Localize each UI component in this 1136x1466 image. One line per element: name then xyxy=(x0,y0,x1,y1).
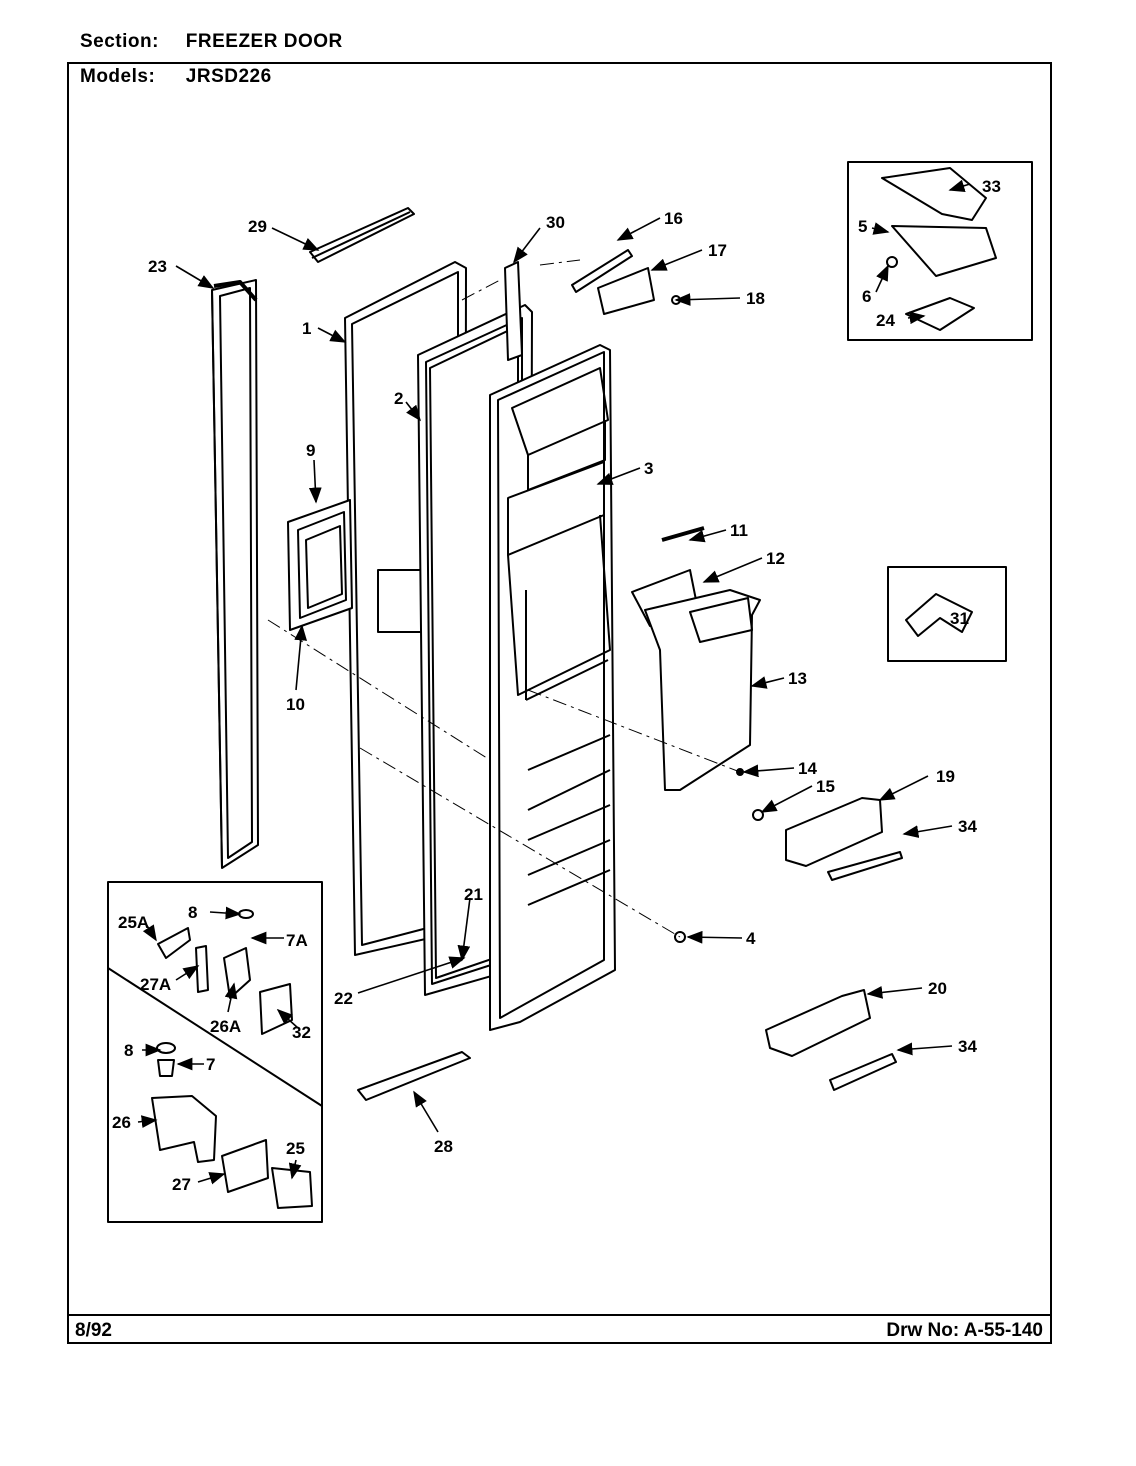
leader-lines xyxy=(137,179,971,1185)
part-11-12-13-chute xyxy=(631,526,761,791)
part-29-top-bracket xyxy=(309,207,415,263)
section-row: Section: FREEZER DOOR xyxy=(80,31,343,53)
callout-33: 33 xyxy=(982,177,1001,196)
screws xyxy=(674,768,764,943)
callout-7: 7 xyxy=(206,1055,215,1074)
part-9-10-pad xyxy=(287,499,353,631)
callout-15: 15 xyxy=(816,777,835,796)
footer-drawing-number: Drw No: A-55-140 xyxy=(886,1320,1043,1341)
callout-34a: 34 xyxy=(958,817,977,836)
part-20-bin xyxy=(765,989,897,1091)
callout-labels: 29 23 1 2 9 10 30 16 17 18 3 11 12 13 14… xyxy=(112,177,1001,1194)
callout-22: 22 xyxy=(334,989,353,1008)
models-label: Models: xyxy=(80,66,156,87)
callout-21: 21 xyxy=(464,885,483,904)
callout-2: 2 xyxy=(394,389,403,408)
part-30-strip xyxy=(504,261,523,361)
callout-28: 28 xyxy=(434,1137,453,1156)
part-31-inset xyxy=(887,566,1007,662)
footer-date: 8/92 xyxy=(75,1320,112,1341)
callout-3: 3 xyxy=(644,459,653,478)
footer-divider xyxy=(67,1314,1052,1316)
callout-1: 1 xyxy=(302,319,311,338)
callout-8a: 8 xyxy=(188,903,197,922)
callout-18: 18 xyxy=(746,289,765,308)
callout-29: 29 xyxy=(248,217,267,236)
callout-16: 16 xyxy=(664,209,683,228)
callout-25a: 25A xyxy=(118,913,149,932)
callout-23: 23 xyxy=(148,257,167,276)
models-row: Models: JRSD226 xyxy=(80,66,272,88)
callout-13: 13 xyxy=(788,669,807,688)
part-28-bottom-bracket xyxy=(357,1051,471,1101)
callout-9: 9 xyxy=(306,441,315,460)
callout-27a: 27A xyxy=(140,975,171,994)
callout-5: 5 xyxy=(858,217,867,236)
callout-30: 30 xyxy=(546,213,565,232)
callout-19: 19 xyxy=(936,767,955,786)
callout-24: 24 xyxy=(876,311,895,330)
section-value: FREEZER DOOR xyxy=(185,31,343,52)
callout-25: 25 xyxy=(286,1139,305,1158)
callout-26a: 26A xyxy=(210,1017,241,1036)
diagram-frame xyxy=(67,62,1052,1344)
section-label: Section: xyxy=(80,31,159,52)
callout-10: 10 xyxy=(286,695,305,714)
part-23-trim-strip xyxy=(211,279,259,869)
callout-4: 4 xyxy=(746,929,756,948)
callout-34b: 34 xyxy=(958,1037,977,1056)
callout-14: 14 xyxy=(798,759,817,778)
callout-6: 6 xyxy=(862,287,871,306)
callout-32: 32 xyxy=(292,1023,311,1042)
part-19-bin xyxy=(785,797,903,881)
callout-31: 31 xyxy=(950,609,969,628)
models-value: JRSD226 xyxy=(185,66,272,87)
callout-27: 27 xyxy=(172,1175,191,1194)
callout-12: 12 xyxy=(766,549,785,568)
callout-7a: 7A xyxy=(286,931,308,950)
callout-17: 17 xyxy=(708,241,727,260)
callout-26: 26 xyxy=(112,1113,131,1132)
callout-20: 20 xyxy=(928,979,947,998)
alignment-lines xyxy=(267,259,741,938)
part-3-door-liner xyxy=(489,344,616,1031)
part-16-17-18-latch xyxy=(571,249,681,315)
callout-8b: 8 xyxy=(124,1041,133,1060)
part-33-hinge-inset xyxy=(847,161,1033,341)
callout-11: 11 xyxy=(730,521,748,540)
